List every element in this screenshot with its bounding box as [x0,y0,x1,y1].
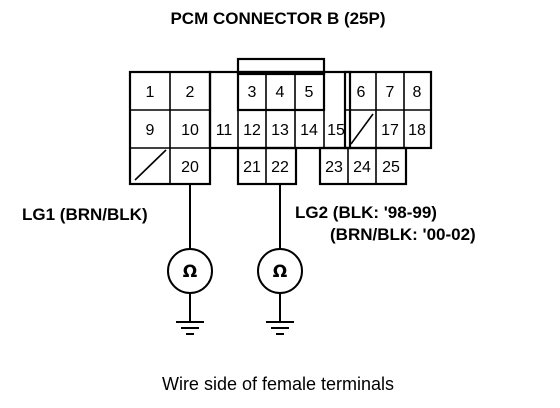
lg1-ground-icon [176,321,204,335]
lg2-label-line1: LG2 (BLK: '98-99) [295,203,437,222]
lg2-circuit: Ω [257,184,303,335]
diagram-title: PCM CONNECTOR B (25P) [170,9,385,28]
pin-22: 22 [271,159,289,176]
pin-9: 9 [146,122,155,139]
lg2-label-line2: (BRN/BLK: '00-02) [330,225,476,244]
pin-14: 14 [300,122,318,139]
pin-6: 6 [357,84,366,101]
lg1-ohm-icon: Ω [183,262,197,282]
pin-18: 18 [408,122,426,139]
connector-body [128,57,433,186]
pin-24: 24 [353,159,371,176]
pin-21: 21 [243,159,261,176]
pin-5: 5 [305,84,314,101]
pin-3: 3 [248,84,257,101]
pin-labels: 1 2 3 4 5 6 7 8 9 10 11 12 13 14 15 17 1… [146,84,426,176]
pin-8: 8 [413,84,422,101]
lg2-ground-icon [266,321,294,335]
pin-25: 25 [382,159,400,176]
pin-7: 7 [386,84,395,101]
pin-20: 20 [181,159,199,176]
pin-10: 10 [181,122,199,139]
lg1-label: LG1 (BRN/BLK) [22,205,148,224]
pin-11: 11 [216,122,233,139]
pin-17: 17 [381,122,399,139]
lg1-circuit: Ω [167,184,213,335]
pin-2: 2 [186,84,195,101]
pin-4: 4 [276,84,285,101]
pin-23: 23 [325,159,343,176]
pin-15: 15 [327,122,345,139]
pin-12: 12 [243,122,261,139]
diagram-caption: Wire side of female terminals [162,374,394,394]
pin-13: 13 [271,122,289,139]
pin-1: 1 [146,84,155,101]
lg2-ohm-icon: Ω [273,262,287,282]
